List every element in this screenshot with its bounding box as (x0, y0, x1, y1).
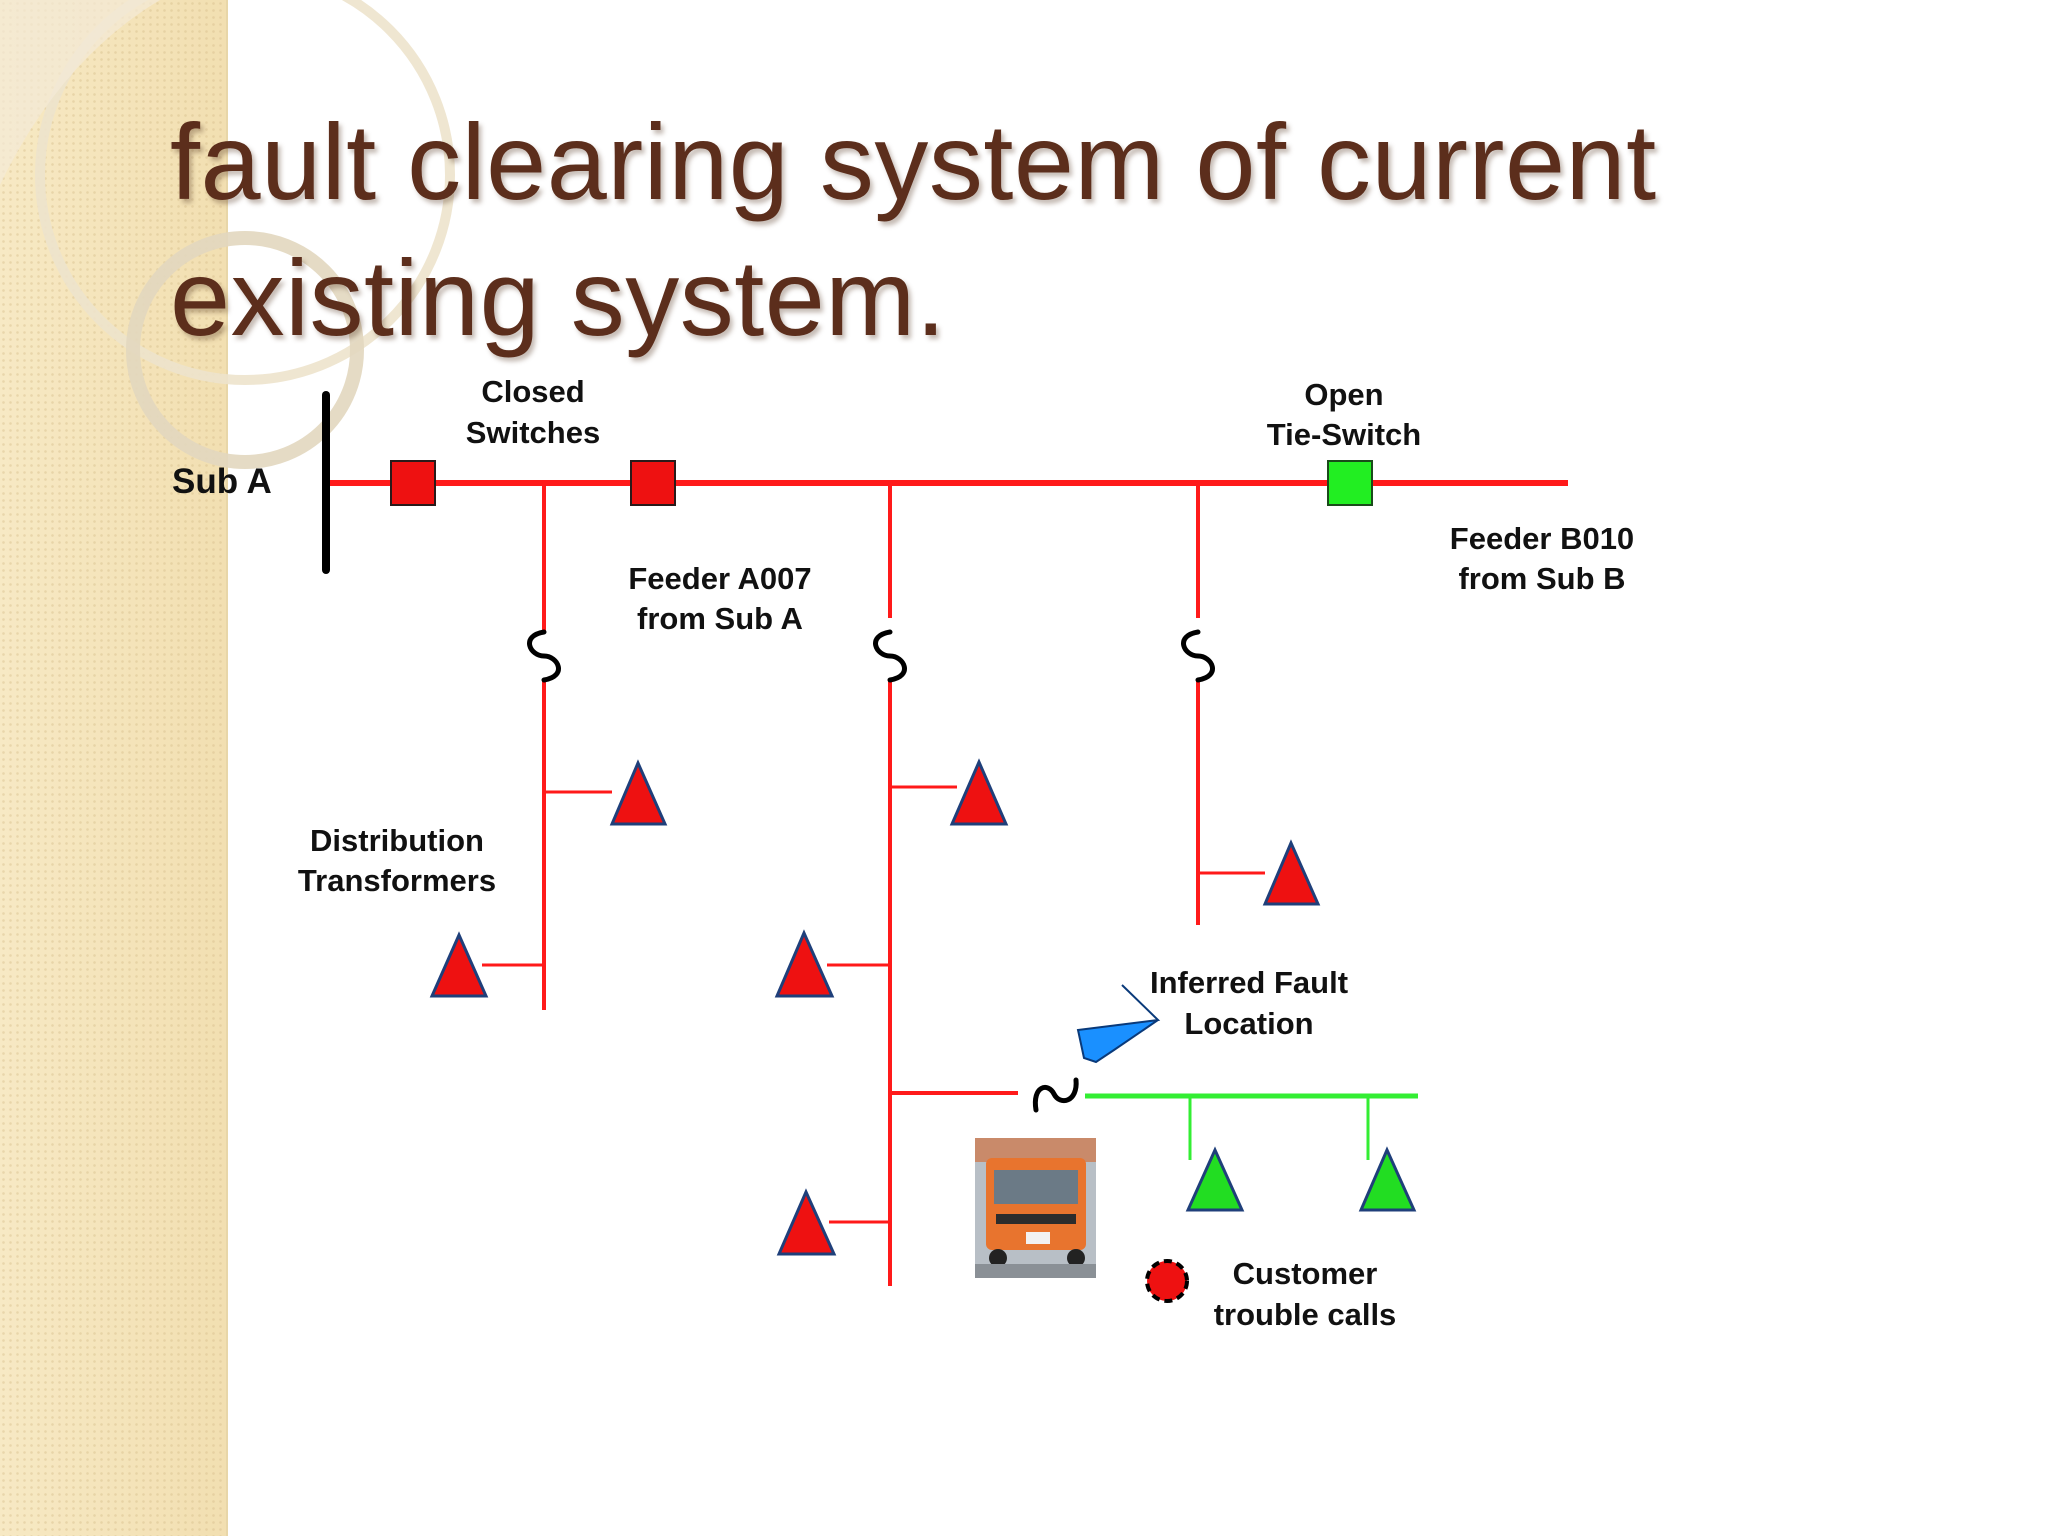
fault-location-label-line2: Location (1184, 1006, 1313, 1041)
open-tie-switch-label-line1: Open (1304, 377, 1383, 412)
trouble-calls-label-line1: Customer (1233, 1256, 1378, 1291)
utility-truck-photo (975, 1138, 1096, 1278)
outaged-transformer-triangle-icon (1185, 1146, 1245, 1212)
transformer-triangle-icon (776, 1188, 837, 1256)
feeder-b-label-line2: from Sub B (1458, 561, 1625, 596)
fault-location-label-line1: Inferred Fault (1150, 965, 1348, 1000)
closed-switch (390, 460, 436, 506)
open-tie-switch (1327, 460, 1373, 506)
closed-switches-label-line1: Closed (481, 374, 584, 409)
closed-switches-label-line2: Switches (466, 415, 600, 450)
trouble-calls-label-line2: trouble calls (1214, 1297, 1397, 1332)
trouble-call-dashed-circle-icon (1145, 1259, 1189, 1303)
slide-title: fault clearing system of current existin… (170, 101, 1657, 358)
transformer-triangle-icon (1262, 839, 1321, 906)
closed-switch (630, 460, 676, 506)
feeder-a-label-line1: Feeder A007 (628, 561, 811, 596)
fault-location-pentagon-arrow-icon (1076, 984, 1161, 1064)
fuse-icon (527, 629, 561, 683)
feeder-a-label-line2: from Sub A (637, 601, 803, 636)
distribution-transformers-label-line1: Distribution (310, 823, 484, 858)
fuse-icon (873, 629, 907, 683)
transformer-triangle-icon (949, 758, 1009, 826)
sub-a-label: Sub A (172, 462, 272, 501)
transformer-triangle-icon (774, 929, 835, 998)
outaged-transformer-triangle-icon (1358, 1146, 1417, 1212)
distribution-transformers-label-line2: Transformers (298, 863, 496, 898)
fuse-icon (1032, 1077, 1079, 1113)
open-tie-switch-label-line2: Tie-Switch (1267, 417, 1421, 452)
fuse-icon (1181, 629, 1215, 683)
transformer-triangle-icon (609, 759, 668, 826)
feeder-b-label-line1: Feeder B010 (1450, 521, 1634, 556)
transformer-triangle-icon (429, 931, 489, 998)
